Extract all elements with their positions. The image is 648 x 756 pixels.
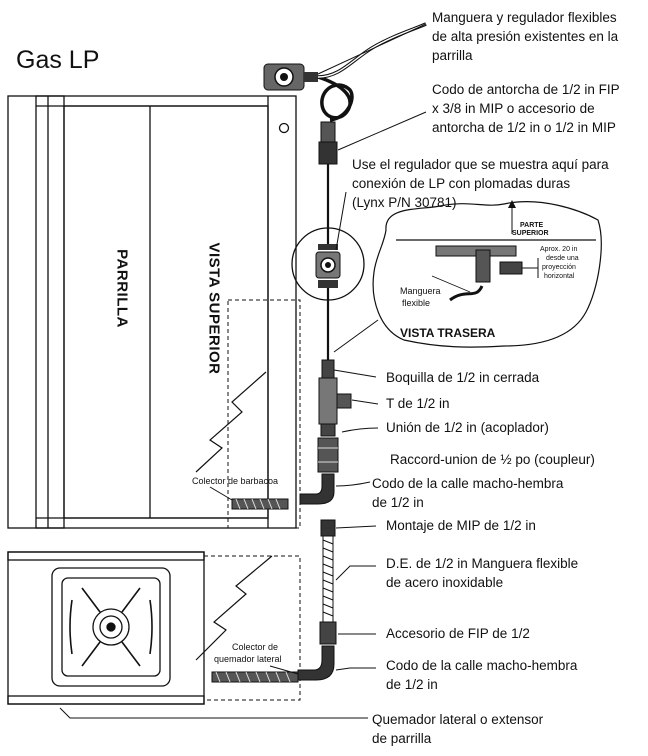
bbq-manifold-label: Colector de barbacoa: [192, 476, 279, 486]
callout-line: Raccord-union de ½ po (coupleur): [390, 452, 595, 467]
existing-regulator: [263, 63, 318, 91]
callout-line: Unión de 1/2 in (acoplador): [386, 420, 549, 435]
callout-line: Boquilla de 1/2 in cerrada: [386, 370, 540, 385]
rear-view-inset: [372, 200, 602, 348]
callout-street-elbow-top: Codo de la calle macho-hembra de 1/2 in: [372, 474, 563, 512]
callout-raccord: Raccord-union de ½ po (coupleur): [390, 450, 595, 469]
callout-line: de parrilla: [372, 731, 432, 746]
rear-view-leader: [333, 319, 379, 353]
side-burner: [7, 551, 205, 705]
grill-left-panel: [35, 95, 65, 529]
inset-top-part-1: PARTE: [520, 222, 544, 229]
callout-street-elbow-bottom: Codo de la calle macho-hembra de 1/2 in: [386, 656, 577, 694]
inset-approx-1: Aprox. 20 in: [540, 246, 578, 253]
side-manifold-label-line-2: quemador lateral: [214, 654, 282, 664]
callout-regulator: Use el regulador que se muestra aquí par…: [352, 155, 609, 212]
callout-line: Quemador lateral o extensor: [372, 712, 544, 727]
callout-line: Codo de la calle macho-hembra: [386, 658, 578, 673]
side-manifold-pipe: [211, 671, 299, 683]
lp-regulator: [315, 244, 341, 288]
grill-label: PARRILLA: [113, 249, 131, 328]
callout-line: Manguera y regulador flexibles: [432, 10, 617, 25]
inset-approx-3: proyección: [542, 264, 576, 271]
callout-line: (Lynx P/N 30781): [352, 195, 457, 210]
side-break-line: [195, 555, 273, 661]
bbq-manifold-pipe: [231, 498, 289, 510]
callout-capped-nipple: Boquilla de 1/2 in cerrada: [386, 368, 539, 387]
side-burner-grate: [51, 567, 171, 687]
torch-elbow-fitting: [318, 121, 338, 165]
callout-line: parrilla: [432, 48, 473, 63]
callout-line: T de 1/2 in: [386, 396, 450, 411]
tee-assembly: [299, 359, 352, 505]
inset-approx-2: desde una: [546, 255, 579, 262]
callout-line: Use el regulador que se muestra aquí par…: [352, 157, 609, 172]
top-view-label: VISTA SUPERIOR: [205, 242, 223, 375]
inset-top-part-2: SUPERIOR: [512, 230, 549, 237]
inset-hose-2: flexible: [402, 298, 431, 308]
callout-line: Montaje de MIP de 1/2 in: [386, 518, 536, 533]
inset-approx-4: horizontal: [544, 273, 575, 280]
callout-leaders: [59, 23, 427, 719]
grill-break-line: [195, 371, 267, 473]
callout-tee: T de 1/2 in: [386, 394, 450, 413]
callout-stainless-hose: D.E. de 1/2 in Manguera flexible de acer…: [386, 554, 578, 592]
page-title: Gas LP: [16, 46, 100, 74]
callout-line: Codo de antorcha de 1/2 in FIP: [432, 82, 620, 97]
callout-line: Accesorio de FIP de 1/2: [386, 626, 530, 641]
grill-hood: [63, 105, 269, 519]
bbq-manifold-dashed-region: [227, 299, 301, 529]
callout-existing-hose: Manguera y regulador flexibles de alta p…: [432, 8, 618, 65]
callout-line: antorcha de 1/2 in o 1/2 in MIP: [432, 120, 616, 135]
callout-torch-elbow: Codo de antorcha de 1/2 in FIP x 3/8 in …: [432, 80, 620, 137]
street-elbow-top: [299, 473, 335, 505]
callout-line: de 1/2 in: [386, 677, 438, 692]
side-burner-ring: [92, 608, 130, 646]
callout-mip-fitting: Montaje de MIP de 1/2 in: [386, 516, 536, 535]
callout-line: de alta presión existentes en la: [432, 29, 619, 44]
side-manifold-label-line-1: Colector de: [232, 642, 279, 652]
callout-line: de 1/2 in: [372, 495, 424, 510]
callout-line: conexión de LP con plomadas duras: [352, 176, 571, 191]
side-burner-outline: [7, 551, 205, 705]
grill-outline: [7, 95, 297, 529]
inset-hose-1: Manguera: [400, 286, 441, 296]
grill-knob: [278, 122, 290, 134]
callout-line: x 3/8 in MIP o accesorio de: [432, 101, 595, 116]
callout-line: de acero inoxidable: [386, 575, 504, 590]
union-coupler: [317, 437, 339, 473]
rear-view-label: VISTA TRASERA: [400, 326, 496, 340]
callout-fip-fitting: Accesorio de FIP de 1/2: [386, 624, 530, 643]
street-elbow-bottom: [297, 645, 335, 681]
callout-side-burner: Quemador lateral o extensor de parrilla: [372, 710, 543, 748]
callout-line: D.E. de 1/2 in Manguera flexible: [386, 556, 579, 571]
stainless-flexible-hose: [297, 519, 337, 681]
callout-line: Codo de la calle macho-hembra: [372, 476, 564, 491]
existing-flexible-hose: [317, 22, 427, 122]
grill-body: [7, 95, 297, 529]
side-manifold-dashed-region: [204, 555, 301, 701]
callout-union: Unión de 1/2 in (acoplador): [386, 418, 549, 437]
